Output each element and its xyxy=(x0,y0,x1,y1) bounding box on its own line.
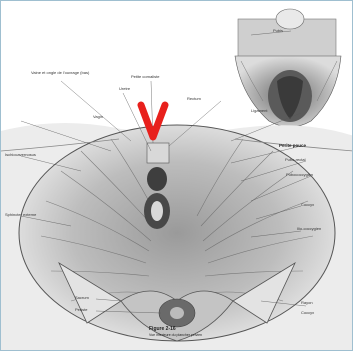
label-13: Sacrum xyxy=(75,296,89,300)
label-7: Pubo-rectal xyxy=(285,158,305,162)
label-11: Ischiocavernosus xyxy=(5,153,36,157)
figure-caption: Figure 2-16 xyxy=(149,327,176,332)
label-0: Vaine et ongle de l'ouvrage (bas) xyxy=(31,71,89,75)
inset-label: Pubis xyxy=(273,29,283,33)
label-4: Rectum xyxy=(187,97,201,101)
label-15: Rayon xyxy=(301,301,313,305)
label-10: Ilio-coccygien xyxy=(297,227,321,231)
label-6: Perite pouce xyxy=(279,144,306,149)
figure-subcaption: Vue inferieure du plancher pelvien xyxy=(149,334,202,338)
label-8: Pubococcygien xyxy=(286,173,313,177)
label-3: Vagin xyxy=(93,115,103,119)
label-2: Uretre xyxy=(119,87,130,91)
label-9: Coccyx xyxy=(301,203,314,207)
label-14: Periste xyxy=(75,308,87,312)
label-5: Ligament xyxy=(251,109,267,113)
label-12: Sphincter externe xyxy=(5,213,36,217)
label-16: Coccyx xyxy=(301,311,314,315)
label-1: Petite cornaliste xyxy=(131,75,159,79)
